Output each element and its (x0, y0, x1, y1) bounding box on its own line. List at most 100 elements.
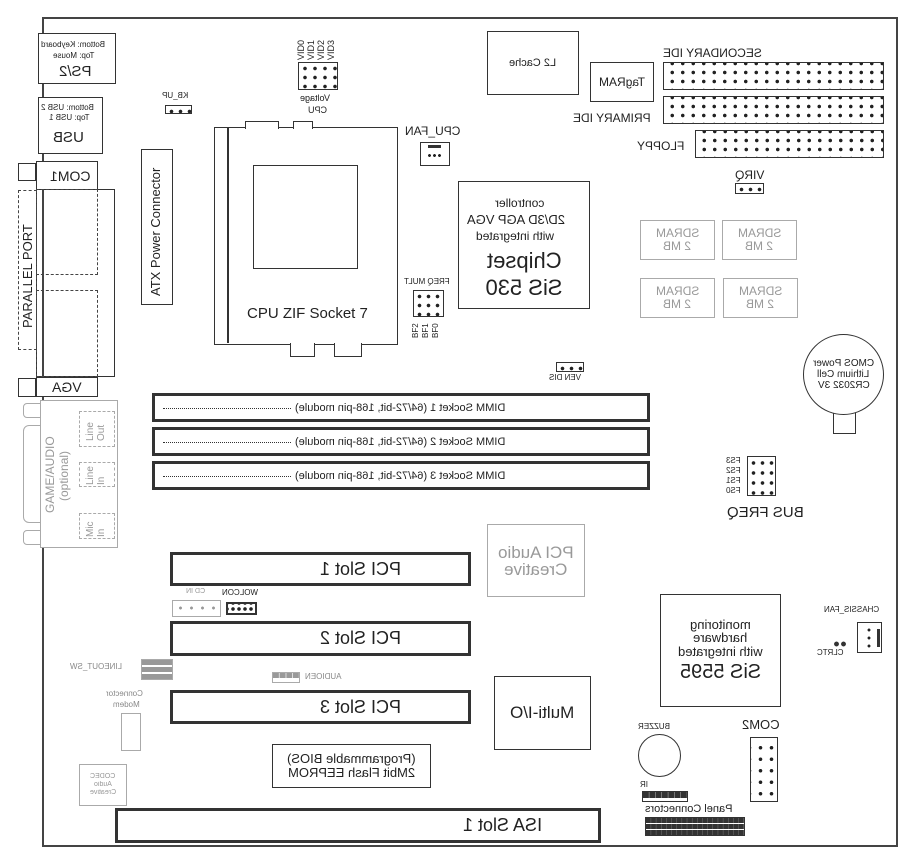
vid1-label: VID1 (306, 39, 316, 60)
cpu-fan-connector (420, 142, 450, 166)
pci-slot-1-label: PCI Slot 1 (319, 558, 402, 579)
sis530-line-5: controller (495, 196, 545, 210)
sis530-line-3: with integrated (476, 229, 555, 243)
vid2-label: VID2 (316, 39, 326, 60)
usb-connector: Top: USB 1 Bottom: USB 2 USB (38, 97, 103, 154)
dimm-socket-3: DIMM Socket 3 (64/72-bit, 168-pin module… (152, 461, 650, 490)
buzzer-label: BUZZER (638, 722, 670, 731)
cpu-socket-notch-top-2 (293, 121, 313, 129)
sis5595-label-1: SiS 5595 (679, 661, 762, 684)
usb-sub1: Top: USB 1 (49, 113, 90, 122)
fs2-label: FS2 (726, 466, 741, 475)
pci-slot-2-label: PCI Slot 2 (319, 628, 402, 648)
floppy-label: FLOPPY (637, 139, 685, 153)
audioen-label: AUDIOEN (305, 672, 342, 681)
wolcon-label: WOLCON (222, 588, 258, 597)
chassis-fan-pins (867, 626, 871, 648)
com2-label: COM2 (742, 717, 780, 732)
cpu-voltage-label-1: CPU (308, 105, 328, 115)
floppy-connector (695, 130, 884, 158)
game-audio-label: GAME/AUDIO (43, 436, 57, 513)
virq-jumper (735, 183, 764, 194)
bus-freq-jumper (747, 456, 776, 496)
sis5595-label-3: hardware (693, 630, 748, 646)
com2-connector (750, 737, 778, 802)
pci-slot-2: PCI Slot 2 (170, 621, 471, 656)
com1-small-tab (18, 163, 36, 181)
game-tab-1 (23, 403, 41, 418)
bf2-label: BF2 (411, 323, 420, 338)
vga-connector: VGA (36, 377, 98, 397)
sis530-label-1: SiS 530 (485, 274, 563, 300)
dimm-socket-1: DIMM Socket 1 (64/72-bit, 168-pin module… (152, 393, 650, 422)
cpu-voltage-jumper (298, 62, 338, 90)
com1-connector: COM1 (36, 161, 98, 190)
ven-dis-jumper (556, 362, 584, 372)
multi-io-chip: Multi-I/O (494, 676, 591, 750)
vid3-label: VID3 (326, 39, 336, 60)
vid0-label: VID0 (296, 39, 306, 60)
cpu-fan-key (428, 145, 441, 148)
tagram-label: TagRAM (598, 75, 645, 89)
fs1-label: FS1 (726, 476, 741, 485)
chassis-fan-label: CHASSIS_FAN (824, 605, 880, 614)
game-audio-optional: (optional) (57, 450, 71, 501)
sis5595-chip: monitoring hardware with integrated SiS … (660, 594, 781, 707)
cd-in-connector (172, 600, 221, 617)
sis530-chipset (458, 181, 590, 309)
dimm-socket-2: DIMM Socket 2 (64/72-bit, 168-pin module… (152, 427, 650, 456)
clrtc-label: CLRTC (817, 648, 844, 657)
l2-cache-label: L2 Cache (509, 57, 557, 69)
ir-connector (642, 791, 688, 802)
freq-mult-label: FREQ MULT (404, 277, 450, 286)
buzzer (638, 734, 681, 777)
virq-label: VIRQ (735, 168, 765, 182)
dimm-key-line (163, 408, 291, 409)
chassis-fan-connector (857, 622, 882, 653)
battery-label-2: Lithium Cell (817, 369, 870, 380)
cpu-fan-pins (427, 154, 443, 157)
sis530-line-2: Chipset (487, 248, 562, 273)
cd-in-label: CD IN (186, 588, 206, 595)
game-tab-3 (23, 530, 41, 545)
multi-io-label: Multi-I/O (510, 703, 575, 722)
bf0-label: BF0 (431, 323, 440, 338)
cpu-socket-die (253, 165, 358, 269)
bus-freq-label: BUS FREQ (727, 504, 804, 521)
modem-connector (121, 713, 141, 751)
pci-slot-3-label: PCI Slot 3 (319, 696, 402, 717)
creative-pci-audio: PCI Audio Creative (487, 524, 585, 597)
lineout-sw-jumper (141, 659, 173, 680)
cpu-socket-lever (227, 128, 229, 343)
dimm-socket-3-label: DIMM Socket 3 (64/72-bit, 168-pin module… (295, 470, 506, 482)
sis5595-label-4: monitoring (690, 616, 751, 632)
ps2-sub1: Top: Mouse (53, 51, 95, 60)
fs3-label: FS3 (726, 456, 741, 465)
secondary-ide-connector (663, 62, 884, 90)
cpu-fan-label: CPU_FAN (405, 124, 461, 138)
dimm-key-line (163, 442, 291, 443)
sis530-line-4: 2D/3D AGP VGA (467, 212, 566, 227)
usb-sub2: Bottom: USB 2 (41, 103, 94, 112)
dimm-socket-2-label: DIMM Socket 2 (64/72-bit, 168-pin module… (295, 436, 506, 448)
parallel-port-label: PARALLEL PORT (20, 224, 35, 328)
isa-slot-1: ISA Slot 1 (115, 808, 601, 843)
sis5595-label-2: with integrated (678, 643, 763, 659)
ven-dis-label: VEN DIS (549, 373, 582, 382)
creative-pci-label-2: PCI Audio (498, 542, 574, 562)
chassis-fan-key (877, 629, 880, 647)
usb-label: USB (53, 129, 84, 146)
battery-holder (833, 412, 856, 434)
parallel-port-strip (18, 190, 37, 350)
cpu-socket-notch-bottom-2 (334, 343, 362, 357)
tagram: TagRAM (590, 62, 654, 102)
bios-label-1: 2Mbit Flash EEPROM (287, 765, 416, 780)
dimm-socket-1-label: DIMM Socket 1 (64/72-bit, 168-pin module… (295, 402, 506, 414)
